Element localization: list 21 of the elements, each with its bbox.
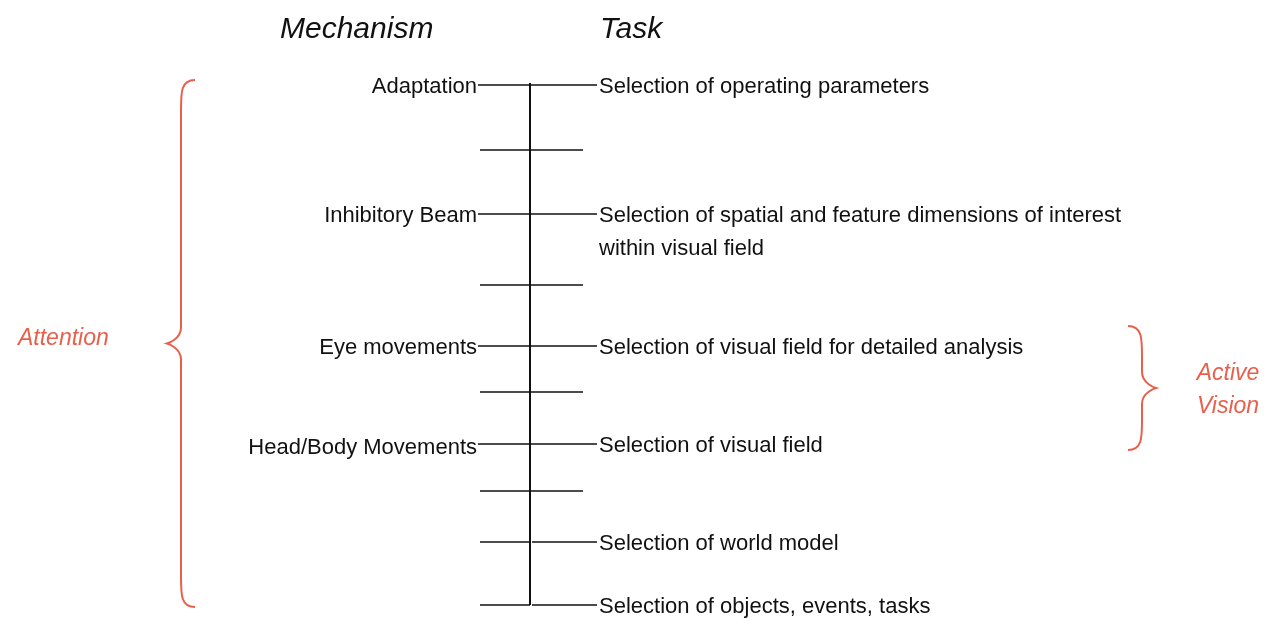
mechanism-label: Eye movements	[318, 329, 477, 363]
mechanism-label: Adaptation	[370, 68, 477, 102]
connector-line	[477, 345, 598, 347]
connector-line	[531, 604, 598, 606]
vertical-axis-line	[529, 83, 531, 605]
connector-line	[477, 213, 598, 215]
task-label: Selection of world model	[599, 525, 840, 559]
connector-line	[531, 541, 598, 543]
bracket-label: Active Vision	[1195, 358, 1261, 420]
column-heading: Mechanism	[280, 10, 435, 46]
column-heading: Task	[600, 10, 664, 46]
connector-line	[477, 84, 598, 86]
connector-line	[477, 443, 598, 445]
task-label: Selection of objects, events, tasks	[599, 588, 932, 621]
task-label: Selection of spatial and feature dimensions of interest within visual field	[599, 197, 1124, 264]
bracket-label: Attention	[18, 323, 110, 352]
task-label: Selection of operating parameters	[599, 68, 931, 102]
mechanism-label: Head/Body Movements	[247, 429, 477, 463]
task-label: Selection of visual field for detailed analysis	[599, 329, 1025, 363]
task-label: Selection of visual field	[599, 427, 824, 461]
mechanism-label: Inhibitory Beam	[323, 197, 477, 231]
